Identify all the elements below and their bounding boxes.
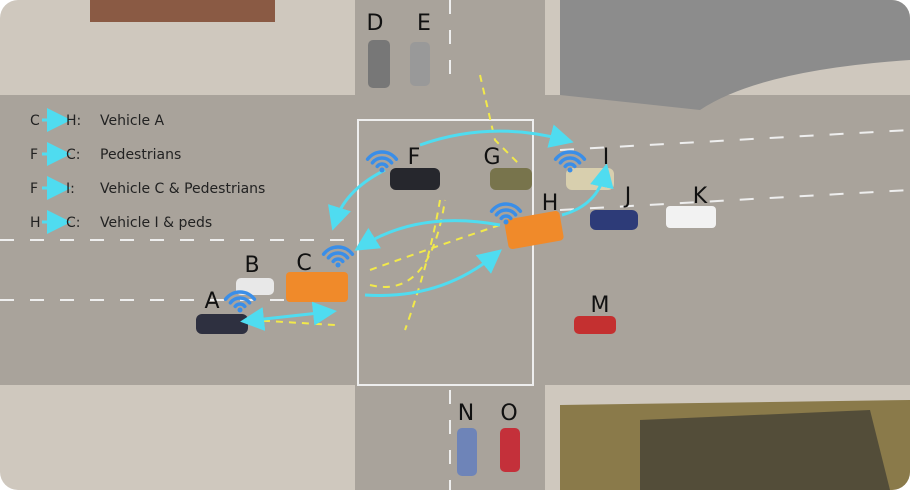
legend-from: C — [30, 113, 40, 129]
vehicle-i — [566, 168, 614, 190]
wifi-icon — [553, 150, 587, 173]
vehicle-j — [590, 210, 638, 230]
legend-to: C: — [66, 215, 81, 231]
building-top-right — [560, 0, 910, 110]
vehicle-h — [504, 210, 564, 250]
vehicle-g — [490, 168, 532, 190]
legend-text: Vehicle C & Pedestrians — [100, 181, 265, 197]
legend-text: Pedestrians — [100, 147, 181, 163]
legend-text: Vehicle I & peds — [100, 215, 212, 231]
legend-item: H C: Vehicle I & peds — [30, 210, 212, 234]
legend-from: F — [30, 181, 38, 197]
legend-text: Vehicle A — [100, 113, 165, 129]
legend-to: H: — [66, 113, 81, 129]
vehicle-n — [457, 428, 477, 476]
wifi-icon — [489, 202, 523, 225]
shadow — [640, 410, 890, 490]
legend-item: F I: Vehicle C & Pedestrians — [30, 176, 265, 200]
vehicle-label-m: M — [591, 293, 610, 318]
vehicle-label-j: J — [623, 184, 632, 209]
vehicle-b — [236, 278, 274, 295]
vehicle-k — [666, 206, 716, 228]
legend-from: F — [30, 147, 38, 163]
vehicle-d — [368, 40, 390, 88]
vehicle-f — [390, 168, 440, 190]
vehicle-label-n: N — [458, 401, 474, 426]
building-top-left — [90, 0, 275, 22]
vehicles — [196, 40, 716, 476]
vehicle-label-o: O — [500, 401, 517, 426]
legend-item: C H: Vehicle A — [30, 108, 165, 132]
vehicle-label-g: G — [483, 145, 500, 170]
vehicle-label-f: F — [408, 145, 421, 170]
legend-to: I: — [66, 181, 75, 197]
communication-arrows — [240, 124, 614, 331]
wifi-icon — [321, 245, 355, 268]
legend-item: F C: Pedestrians — [30, 142, 181, 166]
vehicle-label-b: B — [244, 253, 259, 278]
vehicle-label-a: A — [204, 289, 219, 314]
vehicle-label-h: H — [542, 191, 559, 216]
vehicle-label-c: C — [296, 251, 311, 276]
wifi-icon — [223, 290, 257, 313]
vehicle-label-k: K — [693, 184, 708, 209]
vehicle-e — [410, 42, 430, 86]
vehicle-label-i: I — [603, 145, 610, 170]
legend-from: H — [30, 215, 41, 231]
vehicle-a — [196, 314, 248, 334]
vehicle-label-d: D — [367, 11, 384, 36]
vehicle-o — [500, 428, 520, 472]
vehicle-label-e: E — [417, 11, 431, 36]
vehicle-c — [286, 272, 348, 302]
legend-to: C: — [66, 147, 81, 163]
wifi-icon — [365, 150, 399, 173]
vehicle-m — [574, 316, 616, 334]
